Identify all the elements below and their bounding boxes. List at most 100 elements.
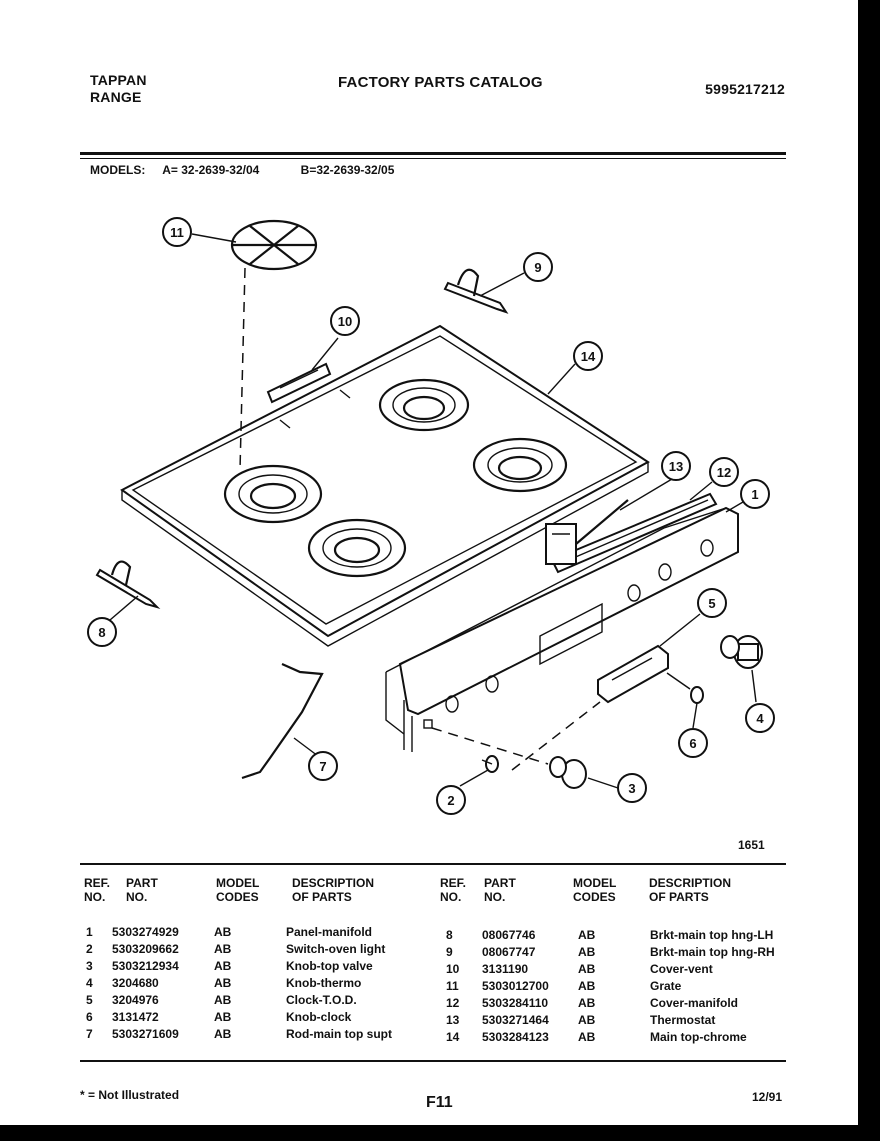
svg-text:4: 4: [756, 711, 764, 726]
callout-12: 12: [709, 457, 739, 487]
cell-part: 3131190: [482, 962, 529, 976]
svg-text:8: 8: [98, 625, 105, 640]
bracket-hinge-rh: [443, 268, 509, 314]
panel-manifold: [385, 506, 739, 752]
cell-part: 5303212934: [112, 959, 179, 973]
svg-text:2: 2: [447, 793, 454, 808]
header-ref-right: REF. NO.: [440, 876, 466, 904]
cell-desc: Knob-clock: [286, 1010, 352, 1024]
cell-part: 5303209662: [112, 942, 179, 956]
cell-part: 5303284123: [482, 1030, 549, 1044]
cell-code: AB: [578, 996, 596, 1010]
cell-ref: 10: [446, 962, 460, 976]
table-rule-top: [80, 863, 786, 865]
cell-ref: 6: [86, 1010, 93, 1024]
page-number: F11: [426, 1094, 453, 1111]
header-part-line1: PART: [484, 876, 516, 890]
not-illustrated-note: * = Not Illustrated: [80, 1088, 180, 1102]
callout-1: 1: [740, 479, 770, 509]
burner-wells: [223, 378, 568, 578]
knob-clock: [666, 672, 704, 704]
catalog-page: TAPPAN RANGE FACTORY PARTS CATALOG 5 9 9 5 2…: [0, 0, 858, 1125]
cell-code: AB: [578, 962, 596, 976]
figure-number: 1651: [738, 838, 765, 852]
cell-part: 5303271609: [112, 1027, 179, 1041]
svg-text:14: 14: [581, 349, 596, 364]
header-model-line1: MODEL: [216, 876, 260, 890]
cell-code: AB: [578, 1013, 596, 1027]
header-model-line2: CODES: [573, 890, 616, 904]
cell-part: 08067747: [482, 945, 536, 959]
cell-ref: 8: [446, 928, 453, 942]
rod-support: [241, 662, 324, 780]
header-ref-line2: NO.: [84, 890, 106, 904]
callout-9: 9: [523, 252, 553, 282]
cell-ref: 7: [86, 1027, 93, 1041]
model-b: B=32-2639-32/05: [300, 163, 395, 177]
cell-desc: Main top-chrome: [650, 1030, 747, 1044]
burner-rear-left: [223, 464, 323, 524]
cell-part: 5303274929: [112, 925, 179, 939]
clock: [511, 644, 669, 771]
callout-8: 8: [87, 617, 117, 647]
header-desc-line1: DESCRIPTION: [649, 876, 732, 890]
header-model-left: MODEL CODES: [216, 876, 259, 904]
cell-desc: Rod-main top supt: [286, 1027, 392, 1041]
callout-11: 11: [162, 217, 192, 247]
burner-rear-right: [378, 378, 470, 432]
header-desc-line1: DESCRIPTION: [292, 876, 375, 890]
cell-desc: Cover-vent: [650, 962, 713, 976]
header-desc-right: DESCRIPTION OF PARTS: [649, 876, 731, 904]
cell-desc: Knob-thermo: [286, 976, 362, 990]
catalog-date: 12/91: [752, 1090, 783, 1104]
leader-lines: [109, 233, 757, 789]
grate: [230, 219, 318, 471]
cell-code: AB: [214, 1010, 232, 1024]
callout-3: 3: [617, 773, 647, 803]
cell-part: 3131472: [112, 1010, 159, 1024]
cell-ref: 1: [86, 925, 93, 939]
svg-text:9: 9: [534, 260, 541, 275]
cell-part: 3204680: [112, 976, 159, 990]
svg-text:11: 11: [170, 225, 184, 240]
cell-desc: Switch-oven light: [286, 942, 386, 956]
header-desc-line2: OF PARTS: [292, 890, 352, 904]
burner-front-left: [307, 518, 407, 578]
cell-ref: 5: [86, 993, 93, 1007]
cell-ref: 12: [446, 996, 460, 1010]
brand-block: TAPPAN RANGE: [90, 72, 147, 106]
callout-6: 6: [678, 728, 708, 758]
svg-text:13: 13: [669, 459, 683, 474]
cell-part: 08067746: [482, 928, 536, 942]
callout-5: 5: [697, 588, 727, 618]
cell-code: AB: [214, 942, 232, 956]
cell-ref: 2: [86, 942, 93, 956]
bracket-hinge-lh: [95, 560, 161, 609]
cell-ref: 9: [446, 945, 453, 959]
cell-desc: Cover-manifold: [650, 996, 739, 1010]
cover-manifold: [550, 492, 718, 574]
header-desc-left: DESCRIPTION OF PARTS: [292, 876, 374, 904]
cover-vent: [266, 362, 332, 404]
svg-text:1: 1: [751, 487, 758, 502]
header-rule-thin: [80, 158, 786, 159]
header-part-line2: NO.: [484, 890, 506, 904]
burner-front-right: [472, 437, 568, 493]
cell-part: 3204976: [112, 993, 159, 1007]
svg-text:12: 12: [717, 465, 731, 480]
exploded-parts-diagram: 11 9 10 14 13 12 1 5 4 6 3: [87, 217, 775, 815]
callout-14: 14: [573, 341, 603, 371]
cell-part: 5303271464: [482, 1013, 549, 1027]
callout-7: 7: [308, 751, 338, 781]
cell-part: 5303012700: [482, 979, 549, 993]
header-part-left: PART NO.: [126, 876, 158, 904]
callout-4: 4: [745, 703, 775, 733]
cell-desc: Thermostat: [650, 1013, 716, 1027]
cell-code: AB: [578, 1030, 596, 1044]
cell-code: AB: [578, 979, 596, 993]
cell-code: AB: [214, 1027, 232, 1041]
cell-code: AB: [214, 959, 232, 973]
catalog-title: FACTORY PARTS CATALOG: [338, 74, 543, 91]
brand-line-1: TAPPAN: [90, 72, 147, 88]
models-line: MODELS: A= 32-2639-32/04 B=32-2639-32/05: [90, 163, 408, 177]
